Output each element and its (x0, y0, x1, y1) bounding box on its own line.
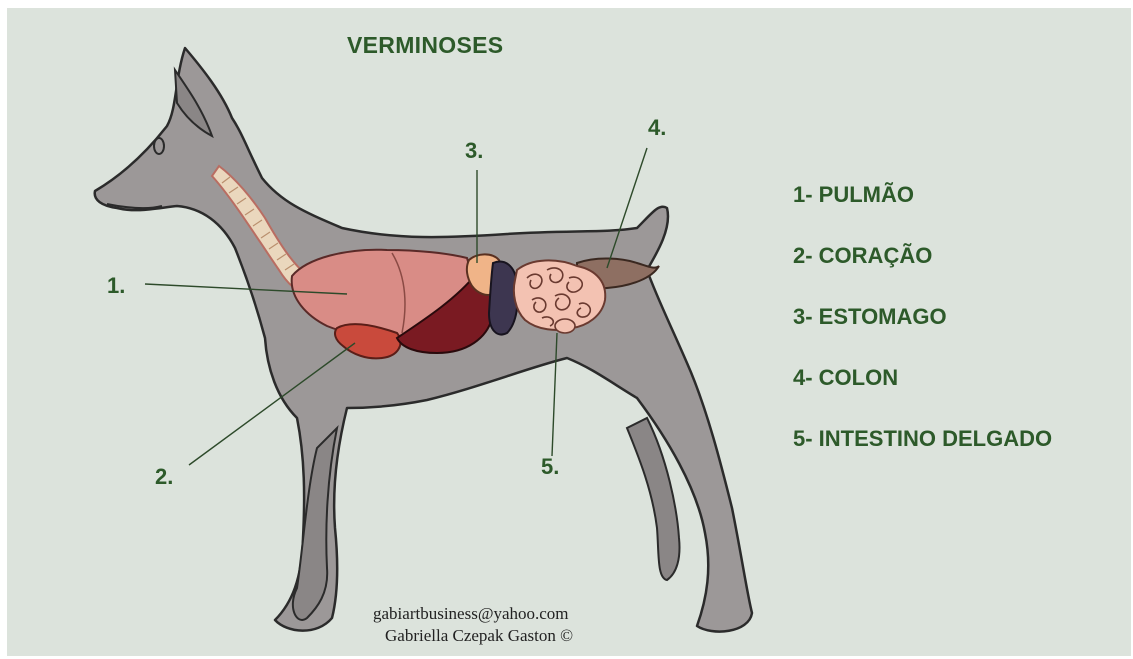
credit-author: Gabriella Czepak Gaston © (385, 626, 573, 646)
callout-4: 4. (648, 115, 666, 141)
spleen (489, 262, 518, 335)
callout-1: 1. (107, 273, 125, 299)
legend-item: 1- PULMÃO (793, 180, 1052, 241)
legend-item: 4- COLON (793, 363, 1052, 424)
legend-item: 3- ESTOMAGO (793, 302, 1052, 363)
small-intestine-loop (555, 319, 575, 333)
callout-5: 5. (541, 454, 559, 480)
diagram-canvas: VERMINOSES 1. 2. 3. 4. 5. 1- PULMÃO 2- C… (7, 8, 1131, 656)
callout-3: 3. (465, 138, 483, 164)
legend-item: 5- INTESTINO DELGADO (793, 424, 1052, 485)
callout-2: 2. (155, 464, 173, 490)
diagram-title: VERMINOSES (347, 32, 503, 59)
credit-email: gabiartbusiness@yahoo.com (373, 604, 569, 624)
legend-item: 2- CORAÇÃO (793, 241, 1052, 302)
legend: 1- PULMÃO 2- CORAÇÃO 3- ESTOMAGO 4- COLO… (793, 180, 1052, 485)
